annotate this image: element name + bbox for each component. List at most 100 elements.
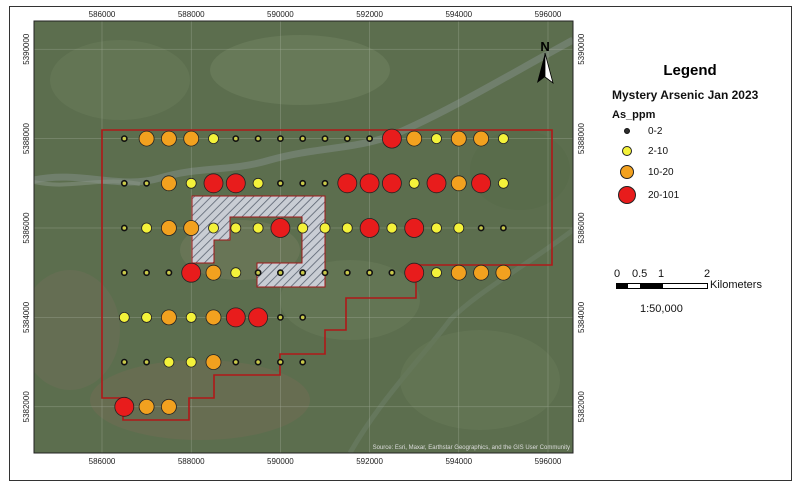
- scale-label-1: 0.5: [632, 268, 648, 280]
- sample-point[interactable]: [366, 135, 373, 142]
- sample-point[interactable]: [205, 264, 222, 281]
- sample-point[interactable]: [297, 222, 309, 234]
- sample-point[interactable]: [225, 307, 246, 328]
- sample-point[interactable]: [431, 133, 442, 145]
- sample-point[interactable]: [276, 358, 284, 366]
- sample-point[interactable]: [366, 269, 373, 277]
- sample-point[interactable]: [495, 264, 512, 281]
- sample-point[interactable]: [341, 222, 353, 234]
- sample-point[interactable]: [321, 179, 329, 187]
- sample-point[interactable]: [299, 269, 307, 277]
- sample-point[interactable]: [160, 309, 177, 326]
- scale-label-3: 2: [704, 268, 711, 280]
- sample-point[interactable]: [120, 224, 128, 232]
- sample-point[interactable]: [254, 269, 262, 277]
- sample-point[interactable]: [252, 222, 264, 234]
- sample-point[interactable]: [477, 224, 485, 232]
- sample-point[interactable]: [163, 356, 175, 368]
- sample-point[interactable]: [230, 267, 242, 279]
- sample-point[interactable]: [473, 264, 490, 281]
- sample-point[interactable]: [343, 269, 351, 277]
- sample-point[interactable]: [143, 269, 150, 277]
- sample-point[interactable]: [254, 135, 262, 142]
- sample-point[interactable]: [120, 135, 128, 142]
- x-tick-label: 588000: [178, 10, 205, 19]
- sample-point[interactable]: [160, 130, 177, 147]
- sample-point[interactable]: [299, 179, 307, 187]
- sample-point[interactable]: [270, 218, 291, 238]
- legend-symbol-1: [622, 146, 632, 156]
- sample-point[interactable]: [497, 177, 509, 189]
- sample-point[interactable]: [473, 130, 490, 147]
- sample-point[interactable]: [431, 267, 442, 279]
- sample-point[interactable]: [225, 173, 246, 194]
- sample-point[interactable]: [381, 173, 402, 194]
- sample-point[interactable]: [431, 222, 442, 234]
- sample-point[interactable]: [230, 222, 242, 234]
- sample-point[interactable]: [319, 222, 331, 234]
- sample-point[interactable]: [114, 396, 135, 417]
- sample-point[interactable]: [138, 398, 155, 415]
- sample-point[interactable]: [453, 222, 465, 234]
- sample-point[interactable]: [160, 398, 177, 415]
- sample-point[interactable]: [381, 128, 402, 149]
- sample-point[interactable]: [276, 269, 284, 277]
- sample-point[interactable]: [254, 358, 262, 366]
- sample-point[interactable]: [181, 262, 202, 283]
- sample-point[interactable]: [138, 130, 155, 147]
- sample-point[interactable]: [321, 269, 329, 277]
- sample-point[interactable]: [120, 269, 128, 277]
- sample-point[interactable]: [208, 222, 219, 234]
- imagery-basemap: [34, 21, 573, 453]
- sample-point[interactable]: [299, 135, 307, 142]
- sample-point[interactable]: [450, 175, 467, 192]
- sample-point[interactable]: [299, 358, 307, 366]
- sample-point[interactable]: [359, 173, 380, 194]
- sample-point[interactable]: [185, 356, 197, 368]
- sample-point[interactable]: [388, 269, 396, 277]
- sample-point[interactable]: [386, 222, 398, 234]
- sample-point[interactable]: [120, 358, 128, 366]
- sample-point[interactable]: [299, 313, 307, 321]
- sample-point[interactable]: [450, 264, 467, 281]
- sample-point[interactable]: [276, 135, 284, 142]
- sample-point[interactable]: [321, 135, 329, 142]
- sample-point[interactable]: [143, 179, 150, 187]
- sample-point[interactable]: [185, 311, 197, 323]
- sample-point[interactable]: [143, 358, 150, 366]
- sample-point[interactable]: [160, 220, 177, 236]
- sample-point[interactable]: [232, 358, 240, 366]
- sample-point[interactable]: [185, 177, 197, 189]
- sample-point[interactable]: [205, 354, 222, 371]
- sample-point[interactable]: [497, 133, 509, 145]
- sample-point[interactable]: [404, 262, 425, 283]
- sample-point[interactable]: [165, 269, 173, 277]
- sample-point[interactable]: [120, 179, 128, 187]
- sample-point[interactable]: [450, 130, 467, 147]
- sample-point[interactable]: [404, 218, 425, 238]
- sample-point[interactable]: [248, 307, 269, 328]
- sample-point[interactable]: [406, 130, 423, 147]
- sample-point[interactable]: [141, 311, 153, 323]
- sample-point[interactable]: [118, 311, 130, 323]
- sample-point[interactable]: [160, 175, 177, 192]
- sample-point[interactable]: [141, 222, 153, 234]
- sample-point[interactable]: [276, 179, 284, 187]
- sample-point[interactable]: [203, 173, 224, 194]
- sample-point[interactable]: [337, 173, 358, 194]
- sample-point[interactable]: [276, 313, 284, 321]
- sample-point[interactable]: [408, 177, 420, 189]
- sample-point[interactable]: [471, 173, 492, 194]
- sample-point[interactable]: [499, 224, 507, 232]
- sample-point[interactable]: [232, 135, 240, 142]
- sample-point[interactable]: [183, 130, 200, 147]
- sample-point[interactable]: [205, 309, 222, 326]
- sample-point[interactable]: [252, 177, 264, 189]
- sample-point[interactable]: [183, 220, 200, 236]
- sample-point[interactable]: [426, 173, 447, 194]
- sample-point[interactable]: [359, 218, 380, 238]
- sample-point[interactable]: [208, 133, 219, 145]
- sample-point[interactable]: [343, 135, 351, 142]
